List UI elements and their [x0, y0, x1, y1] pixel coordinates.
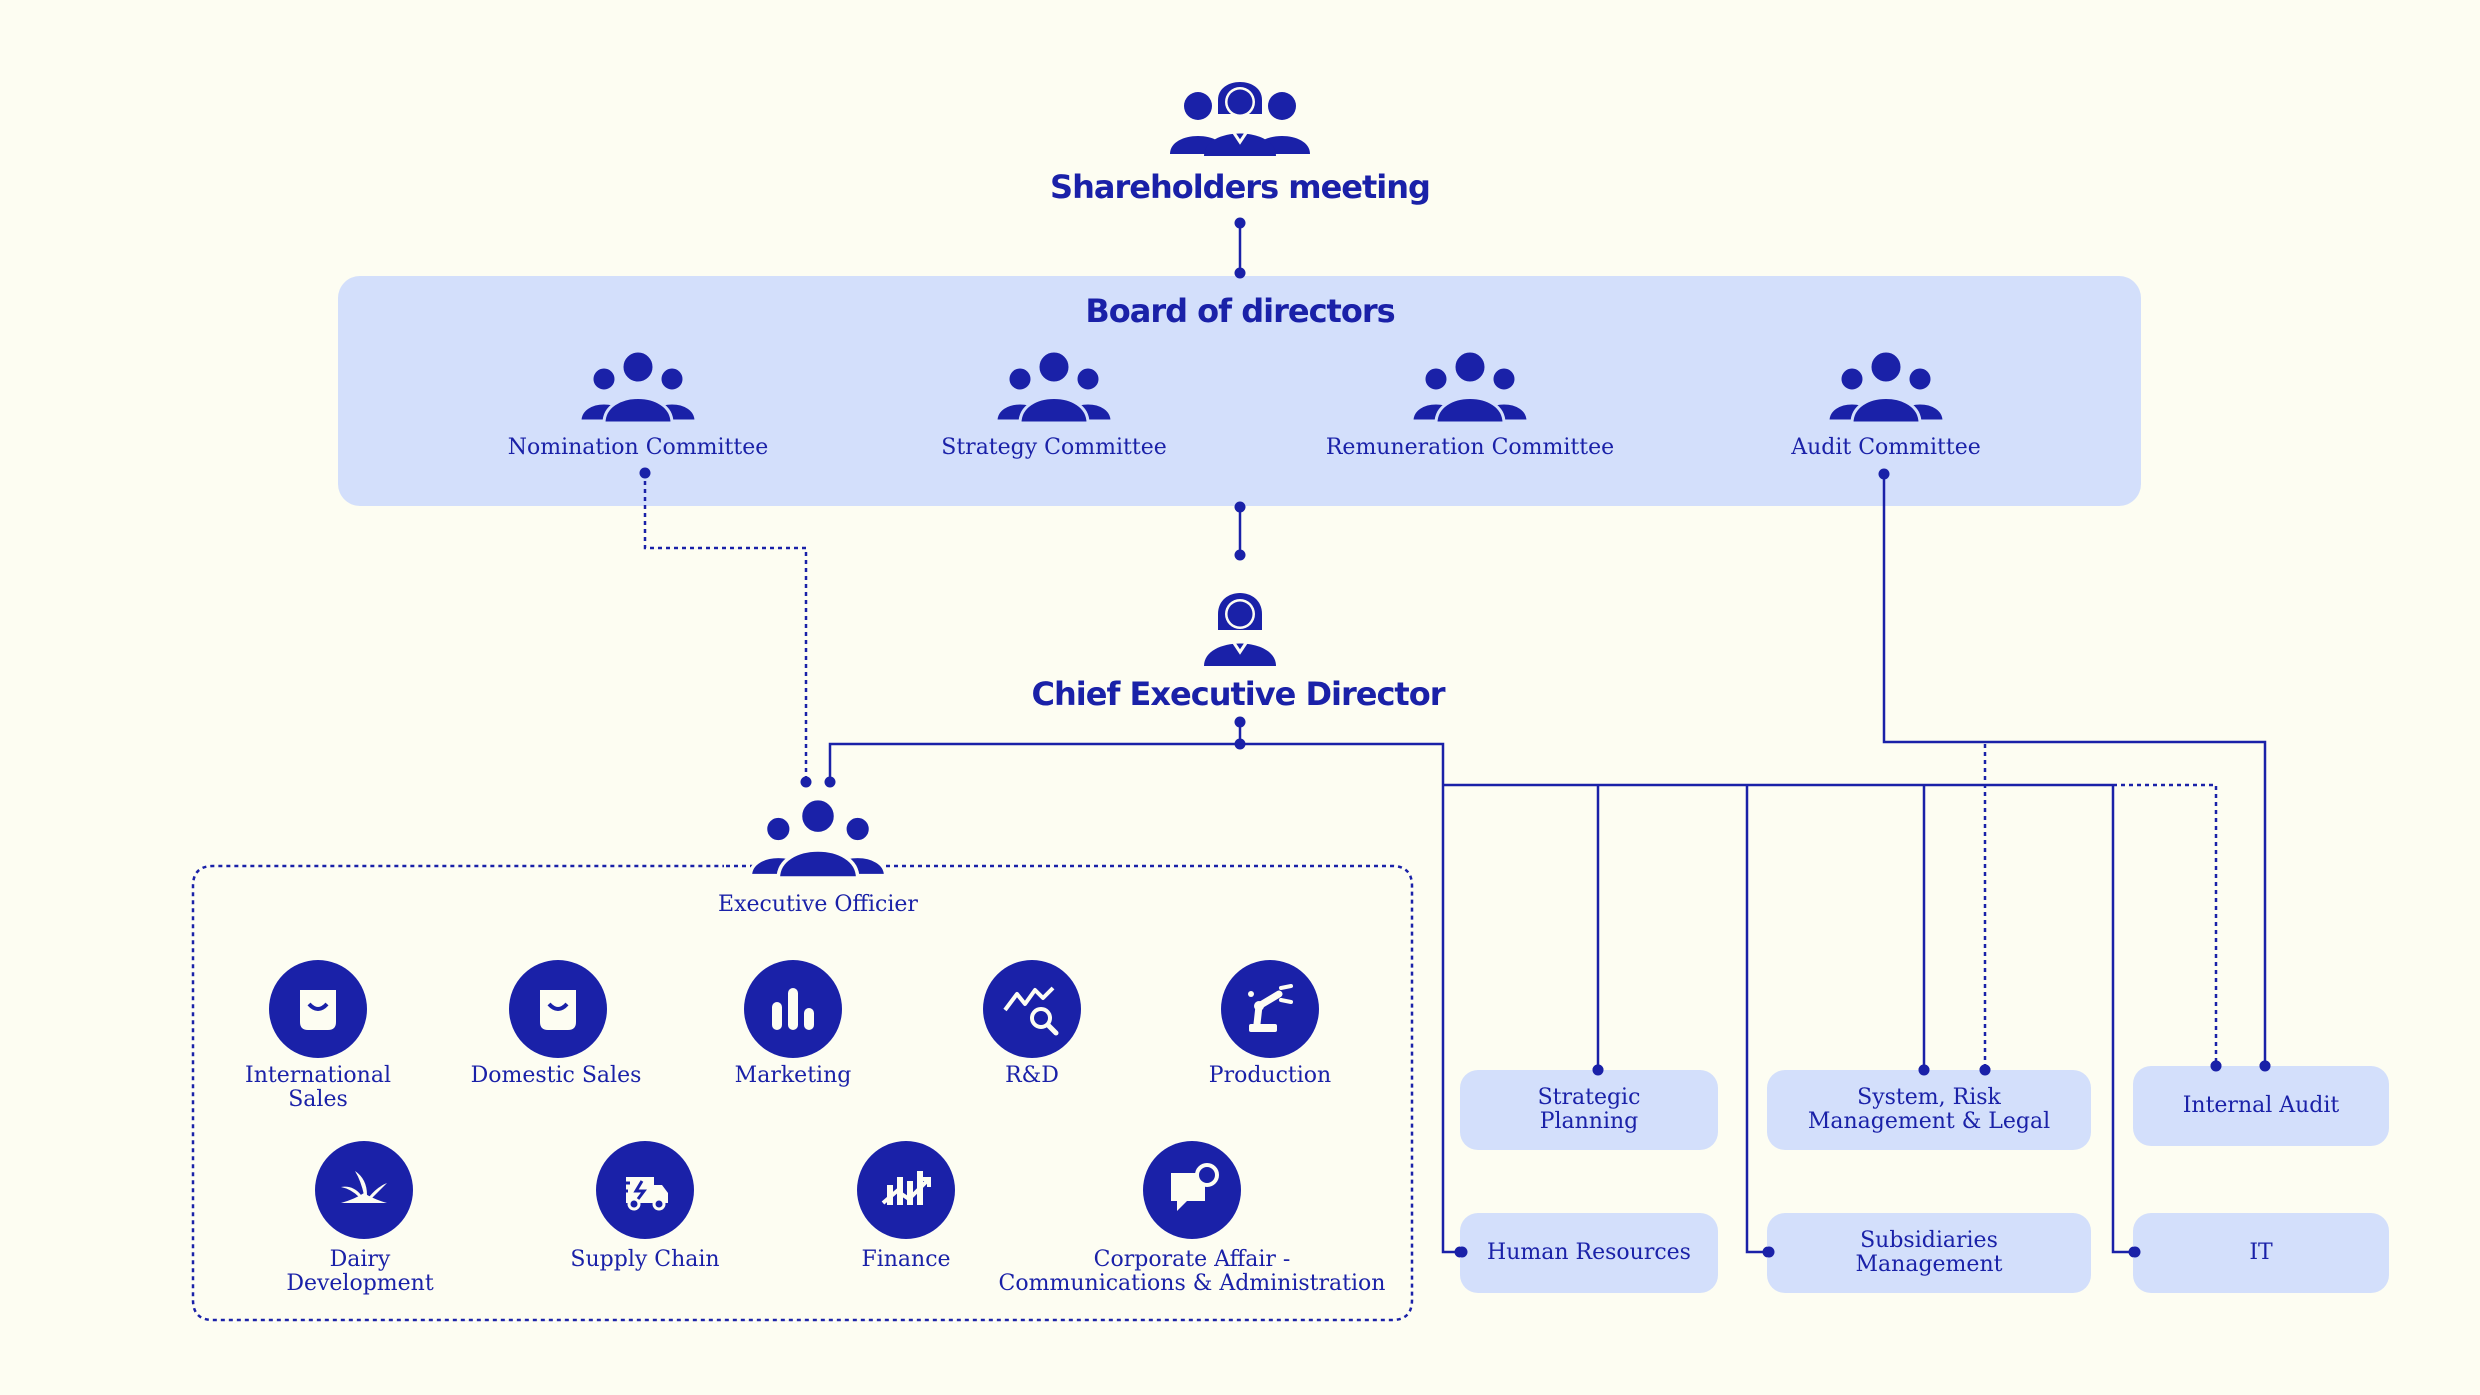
- delivery-truck-icon: [596, 1141, 694, 1239]
- group-icon: [1410, 349, 1530, 425]
- dept-supply-chain-label: Supply Chain: [570, 1247, 720, 1272]
- unit-system-risk-legal: System, Risk Management & Legal: [1767, 1070, 2091, 1150]
- group-icon: [748, 796, 888, 878]
- unit-subsidiaries-management-label: Subsidiaries Management: [1855, 1228, 2003, 1277]
- shopping-bag-icon: [269, 960, 367, 1058]
- robot-arm-icon: [1221, 960, 1319, 1058]
- message-badge-icon: [1143, 1141, 1241, 1239]
- unit-system-risk-legal-label: System, Risk Management & Legal: [1807, 1085, 2051, 1134]
- unit-strategic-planning-label: Strategic Planning: [1537, 1085, 1641, 1134]
- dept-production-label: Production: [1208, 1063, 1332, 1088]
- woman-executive-icon: [1204, 593, 1276, 666]
- unit-human-resources-label: Human Resources: [1487, 1240, 1691, 1265]
- unit-human-resources: Human Resources: [1460, 1213, 1718, 1293]
- board-title: Board of directors: [1085, 292, 1395, 330]
- unit-internal-audit: Internal Audit: [2133, 1066, 2389, 1146]
- group-icon: [1826, 349, 1946, 425]
- shopping-bag-icon: [509, 960, 607, 1058]
- shareholders-title: Shareholders meeting: [1050, 168, 1431, 206]
- committee-nomination-label: Nomination Committee: [507, 435, 769, 460]
- ceo-title: Chief Executive Director: [1031, 675, 1446, 713]
- dept-domestic-sales-label: Domestic Sales: [470, 1063, 642, 1088]
- growth-chart-icon: [857, 1141, 955, 1239]
- group-with-woman-icon: [1170, 82, 1310, 156]
- board-panel: [338, 276, 2141, 506]
- unit-it-label: IT: [2249, 1240, 2273, 1265]
- unit-subsidiaries-management: Subsidiaries Management: [1767, 1213, 2091, 1293]
- dept-international-sales-label: International Sales: [245, 1063, 391, 1112]
- grass-icon: [315, 1141, 413, 1239]
- dept-marketing-label: Marketing: [734, 1063, 852, 1088]
- group-icon: [994, 349, 1114, 425]
- group-icon: [578, 349, 698, 425]
- dept-corporate-affair-label: Corporate Affair - Communications & Admi…: [998, 1247, 1386, 1296]
- unit-it: IT: [2133, 1213, 2389, 1293]
- chart-magnifier-icon: [983, 960, 1081, 1058]
- dept-dairy-development-label: Dairy Development: [286, 1247, 434, 1296]
- bar-chart-icon: [744, 960, 842, 1058]
- unit-strategic-planning: Strategic Planning: [1460, 1070, 1718, 1150]
- unit-internal-audit-label: Internal Audit: [2182, 1093, 2340, 1118]
- committee-strategy-label: Strategy Committee: [941, 435, 1167, 460]
- dept-finance-label: Finance: [861, 1247, 951, 1272]
- committee-remuneration-label: Remuneration Committee: [1325, 435, 1615, 460]
- committee-audit-label: Audit Committee: [1791, 435, 1981, 460]
- dept-rnd-label: R&D: [1005, 1063, 1059, 1088]
- executive-officer-label: Executive Officier: [718, 892, 918, 917]
